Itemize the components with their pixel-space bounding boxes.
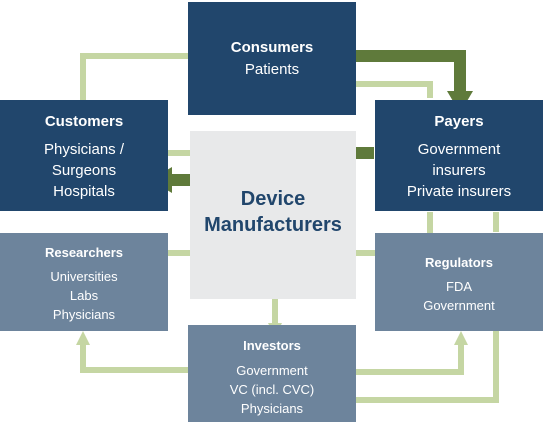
investors-line-1: Government [236, 363, 308, 378]
arrow-consumers-to-payers [356, 50, 473, 113]
regulators-box: Regulators FDA Government [375, 233, 543, 331]
payers-line-1: Government [417, 141, 501, 158]
arrow-investors-to-researchers [76, 331, 188, 373]
customers-box: Customers Physicians / Surgeons Hospital… [0, 100, 168, 211]
customers-title: Customers [44, 113, 124, 130]
investors-line-2: VC (incl. CVC) [229, 382, 315, 397]
researchers-line-1: Universities [50, 269, 118, 284]
consumers-title: Consumers [230, 39, 314, 56]
arrow-consumers-to-payers-light [356, 81, 433, 98]
payers-line-3: Private insurers [406, 183, 512, 200]
customers-line-3: Hospitals [53, 183, 115, 200]
consumers-box: Consumers Patients [188, 2, 356, 115]
consumers-line-1: Patients [244, 61, 300, 78]
center-line-1: Device [240, 188, 306, 210]
payers-box: Payers Government insurers Private insur… [375, 100, 543, 211]
investors-box: Investors Government VC (incl. CVC) Phys… [188, 325, 356, 422]
customers-line-2: Surgeons [51, 162, 117, 179]
payers-title: Payers [434, 113, 484, 130]
researchers-line-2: Labs [69, 288, 99, 303]
arrow-investors-to-regulators [356, 331, 468, 375]
researchers-box: Researchers Universities Labs Physicians [0, 233, 168, 331]
regulators-line-1: FDA [446, 279, 472, 294]
customers-line-1: Physicians / [43, 141, 125, 158]
arrow-consumers-to-customers [76, 53, 188, 115]
investors-line-3: Physicians [240, 401, 304, 416]
regulators-line-2: Government [423, 298, 495, 313]
investors-title: Investors [243, 338, 301, 353]
researchers-title: Researchers [44, 245, 124, 260]
payers-line-2: insurers [432, 162, 486, 179]
arrow-regulators-to-investors [338, 330, 499, 407]
center-line-2: Manufacturers [204, 214, 342, 236]
device-manufacturers-box: Device Manufacturers [190, 131, 356, 299]
regulators-title: Regulators [425, 255, 493, 270]
researchers-line-3: Physicians [52, 307, 116, 322]
